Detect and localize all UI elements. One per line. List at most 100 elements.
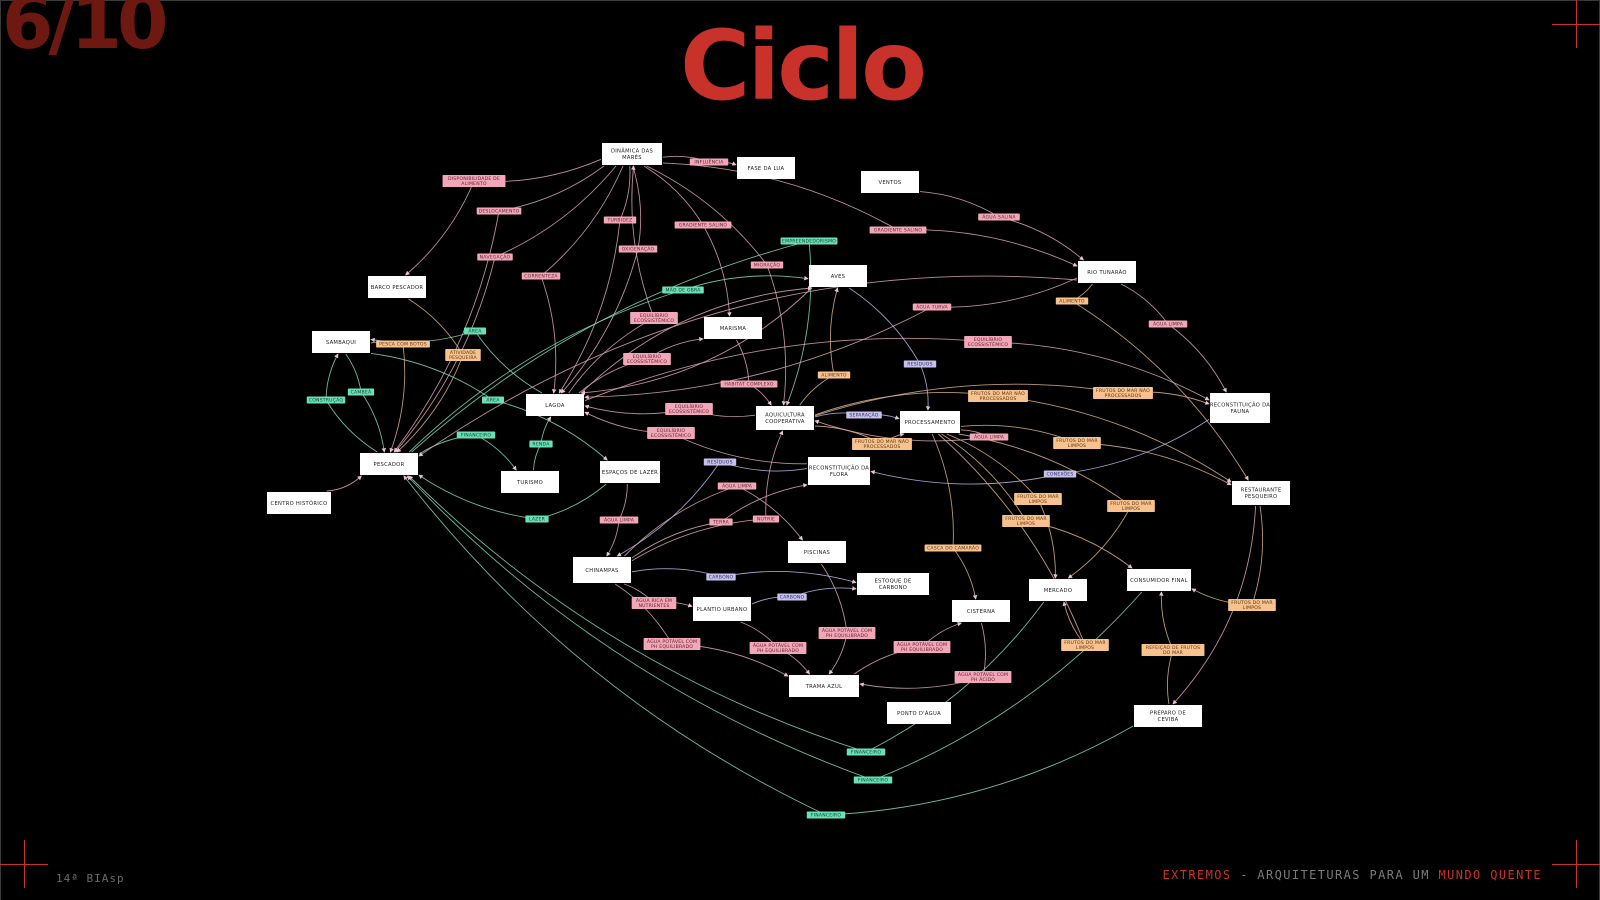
edge-label-l14: ALIMENTO: [1055, 297, 1089, 305]
edge-label-text: INFLUÊNCIA: [694, 158, 724, 166]
edge-label-text: HABITAT COMPLEXO: [724, 382, 773, 388]
node-box: [887, 702, 951, 724]
edge-centro-pescador: [326, 475, 362, 492]
edge-label-box: [964, 336, 1012, 348]
edge-label-text: FINANCEIRO: [811, 813, 841, 819]
edge-aquicultura-aves: [799, 287, 839, 406]
node-turismo: TURISMO: [501, 471, 559, 493]
edge-label-l11: MIGRAÇÃO: [750, 261, 784, 269]
node-box: [1078, 261, 1136, 283]
edge-label-box: [647, 427, 695, 439]
edge-label-text: RESÍDUOS: [907, 361, 932, 368]
edge-barco-pescador: [396, 298, 464, 453]
edge-aves-lagoa: [580, 287, 813, 395]
node-box: [1210, 393, 1270, 423]
edge-label-l36: FINANCEIRO: [456, 431, 496, 439]
edge-label-text: CAMBEÁ: [351, 389, 372, 396]
edge-label-box: [662, 286, 704, 294]
edge-label-box: [853, 776, 893, 784]
edge-label-box: [1061, 639, 1109, 651]
edge-label-text: CASCA DO CAMARÃO: [927, 545, 979, 552]
footer-separator: -: [1231, 868, 1258, 882]
edge-label-text: NUTRIE: [757, 517, 775, 523]
edge-label-box: [306, 396, 346, 404]
edge-label-l51: CARBONO: [777, 593, 807, 601]
edge-label-box: [1093, 387, 1153, 399]
edge-aquicultura-reconst_fauna: [814, 383, 1210, 417]
edge-label-box: [954, 671, 1012, 683]
node-mercado: MERCADO: [1029, 579, 1087, 601]
edge-label-l61: FINANCEIRO: [846, 748, 886, 756]
edges-layer: [325, 155, 1264, 816]
edge-label-box: [924, 544, 982, 552]
node-ventos: VENTOS: [861, 171, 919, 193]
edge-label-l49: CASCA DO CAMARÃO: [924, 544, 982, 552]
edge-label-l7: GRADIENTE SALINO: [869, 226, 927, 234]
edge-label-box: [376, 340, 430, 348]
frame-left-line: [0, 0, 1, 900]
edge-chinampas-aquicultura: [631, 430, 784, 562]
edge-label-l28: ALIMENTO: [817, 371, 851, 379]
edge-label-text: RENDA: [532, 442, 550, 448]
edge-label-text: ÁGUA LIMPA: [974, 434, 1005, 441]
edge-label-text: MÃO DE OBRA: [665, 287, 701, 294]
edge-label-box: [599, 516, 639, 524]
edge-pescador-aves: [408, 275, 809, 453]
edge-label-text: CARBONO: [709, 575, 734, 581]
node-box: [1232, 481, 1290, 505]
edge-label-l40: CONEXÕES: [1043, 470, 1077, 478]
edge-label-box: [674, 221, 732, 229]
node-label: VENTOS: [878, 180, 901, 186]
corner-mark-bottom-left: [0, 840, 48, 888]
edge-label-l17: ÁGUA LIMPA: [1148, 320, 1188, 328]
edge-label-l3: DESLOCAMENTO: [476, 207, 522, 215]
edge-label-box: [1014, 493, 1062, 505]
edge-label-box: [869, 226, 927, 234]
edge-label-l10: NAVEGAÇÃO: [477, 253, 513, 261]
edge-label-box: [703, 458, 737, 466]
node-fase: FASE DA LUA: [737, 157, 795, 179]
edge-piscinas-trama: [821, 563, 848, 675]
edge-label-box: [852, 438, 912, 450]
edge-label-box: [818, 627, 876, 639]
edge-label-box: [817, 371, 851, 379]
node-label: CHINAMPAS: [585, 568, 618, 574]
edge-label-l25: CONSTRUÇÃO: [306, 396, 346, 404]
edge-label-box: [720, 380, 778, 388]
edge-label-l18: ÁREA: [464, 327, 486, 335]
edge-label-box: [752, 515, 780, 523]
node-label: AVES: [831, 274, 846, 280]
edge-label-l2: INFLUÊNCIA: [689, 158, 729, 166]
node-trama: TRAMA AZUL: [789, 675, 859, 697]
edge-label-text: ÁREA: [486, 397, 500, 404]
node-label: PLANTIO URBANO: [697, 607, 748, 613]
edge-label-text: GRADIENTE SALINO: [874, 228, 923, 234]
edge-label-l5: TURBIDEZ: [603, 216, 637, 224]
edge-label-box: [482, 396, 504, 404]
node-sambaqui: SAMBAQUI: [312, 331, 370, 353]
node-plantio: PLANTIO URBANO: [693, 597, 751, 621]
